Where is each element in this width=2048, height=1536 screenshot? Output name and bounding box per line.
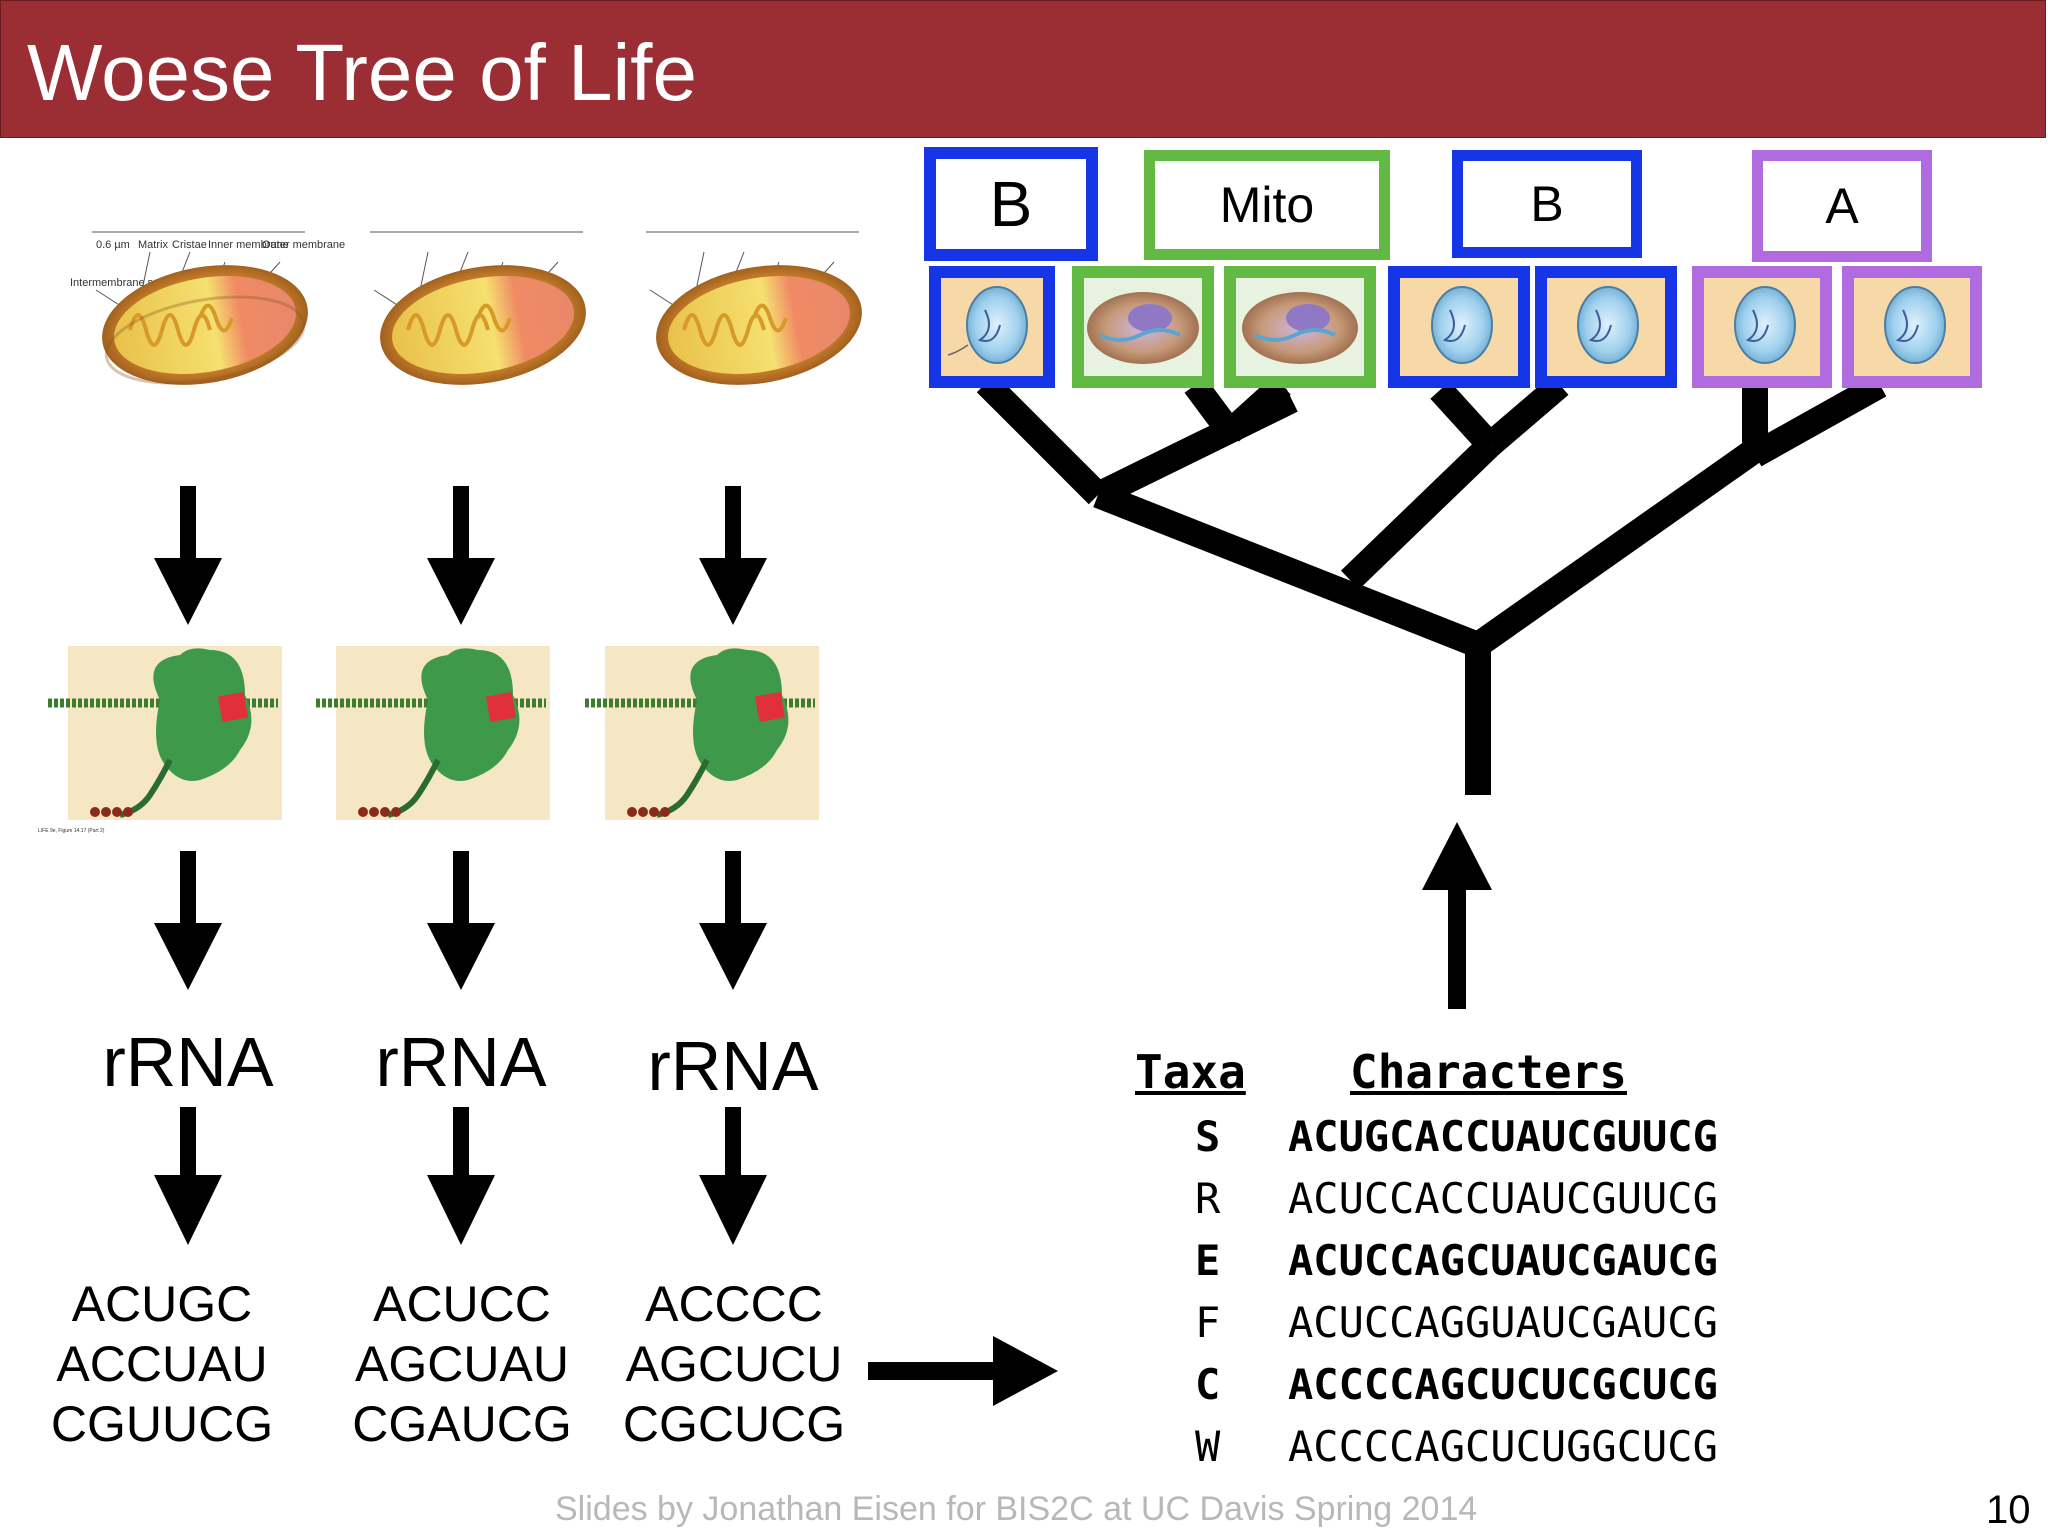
mito-label-matrix: Matrix: [138, 239, 168, 251]
rrna-label-3: rRNA: [647, 1027, 819, 1105]
ribosome-panels: LIFE 9e, Figure 14.17 (Part 2): [38, 646, 819, 834]
slide-title: Woese Tree of Life: [27, 28, 697, 117]
taxon-sequence: ACUCCACCUAUCGUUCG: [1288, 1174, 1718, 1223]
taxon-sequence: ACCCCAGCUCUCGCUCG: [1288, 1360, 1718, 1409]
ribosome-illustration-3: [585, 646, 819, 820]
arrow-down-icon: [699, 1107, 767, 1245]
taxa-header: Taxa: [1135, 1045, 1246, 1099]
arrow-down-icon: [427, 486, 495, 625]
rrna-label-2: rRNA: [375, 1023, 547, 1101]
group-label-bacteria-2: B: [1452, 150, 1642, 258]
taxon-label: E: [1195, 1236, 1221, 1285]
sequence-fragment-1: ACUGC ACCUAU CGUUCG: [42, 1274, 282, 1454]
title-bar: Woese Tree of Life: [0, 0, 2046, 138]
taxon-label: C: [1195, 1360, 1221, 1409]
taxon-sequence: ACUGCACCUAUCGUUCG: [1288, 1112, 1718, 1161]
mito-label-scale: 0.6 µm: [96, 239, 130, 251]
phylogenetic-tree: [976, 373, 1887, 795]
group-label-text: B: [989, 168, 1033, 240]
sequence-line: CGUUCG: [50, 1396, 274, 1452]
sequence-line: CGAUCG: [352, 1396, 572, 1452]
taxon-sequence: ACUCCAGCUAUCGAUCG: [1288, 1236, 1718, 1285]
arrow-up-icon: [1422, 822, 1492, 1009]
mito-label-cristae: Cristae: [172, 239, 207, 251]
sequence-line: ACCUAU: [56, 1336, 268, 1392]
group-label-text: Mito: [1219, 177, 1315, 233]
taxon-label: W: [1195, 1422, 1221, 1471]
sequence-fragment-2: ACUCC AGCUAU CGAUCG: [342, 1274, 582, 1454]
sequence-line: ACUGC: [71, 1276, 253, 1332]
eukaryote-cell-icon: [1087, 292, 1199, 364]
taxon-sequence: ACCCCAGCUCUGGCUCG: [1288, 1422, 1718, 1471]
sequence-line: ACCCC: [645, 1276, 823, 1332]
prokaryote-cell-icon: [1431, 286, 1493, 364]
group-label-archaea: A: [1752, 150, 1932, 262]
mito-label-outer: Outer membrane: [262, 239, 345, 251]
group-label-text: B: [1530, 176, 1564, 232]
sequence-line: CGCUCG: [622, 1396, 846, 1452]
taxon-sequence: ACUCCAGGUAUCGAUCG: [1288, 1298, 1718, 1347]
prokaryote-cell-icon: [1577, 286, 1639, 364]
ribosome-caption-1: LIFE 9e, Figure 14.17 (Part 2): [38, 828, 105, 834]
arrow-down-icon: [699, 851, 767, 990]
mitochondrion-illustration-1: 0.6 µm Matrix Cristae Inner membrane Out…: [70, 231, 345, 385]
tree-leaves: [929, 266, 1982, 388]
arrow-down-icon: [154, 486, 222, 625]
taxon-label: F: [1195, 1298, 1221, 1347]
taxon-label: R: [1195, 1174, 1221, 1223]
arrow-down-icon: [427, 1107, 495, 1245]
arrow-down-icon: [427, 851, 495, 990]
characters-header: Characters: [1350, 1045, 1627, 1099]
sequence-fragment-3: ACCCC AGCUCU CGCUCG: [614, 1274, 854, 1454]
taxon-label: S: [1195, 1112, 1221, 1161]
group-label-mito: Mito: [1144, 150, 1390, 260]
mitochondrion-illustration-2: [370, 231, 586, 385]
group-label-text: A: [1825, 178, 1859, 234]
arrow-down-icon: [154, 1107, 222, 1245]
sequence-line: AGCUCU: [625, 1336, 843, 1392]
page-number: 10: [1986, 1488, 2031, 1532]
prokaryote-cell-icon: [947, 286, 1028, 364]
sequence-line: ACUCC: [373, 1276, 551, 1332]
group-label-bacteria-1: B: [924, 147, 1098, 261]
eukaryote-cell-icon: [1242, 292, 1358, 364]
arrow-down-icon: [154, 851, 222, 990]
mito-label-inner: Inner membrane: [208, 239, 289, 251]
sequence-line: AGCUAU: [355, 1336, 569, 1392]
mitochondria-group: 0.6 µm Matrix Cristae Inner membrane Out…: [70, 231, 862, 385]
arrow-down-icon: [699, 486, 767, 625]
mitochondrion-illustration-3: [646, 231, 862, 385]
prokaryote-cell-icon: [1884, 286, 1946, 364]
prokaryote-cell-icon: [1734, 286, 1796, 364]
arrow-right-icon: [868, 1336, 1058, 1406]
rrna-label-1: rRNA: [102, 1023, 274, 1101]
ribosome-illustration-1: LIFE 9e, Figure 14.17 (Part 2): [38, 646, 282, 834]
ribosome-illustration-2: [316, 646, 550, 820]
flow-arrows: [154, 486, 1492, 1406]
slide-footer: Slides by Jonathan Eisen for BIS2C at UC…: [555, 1490, 1478, 1528]
